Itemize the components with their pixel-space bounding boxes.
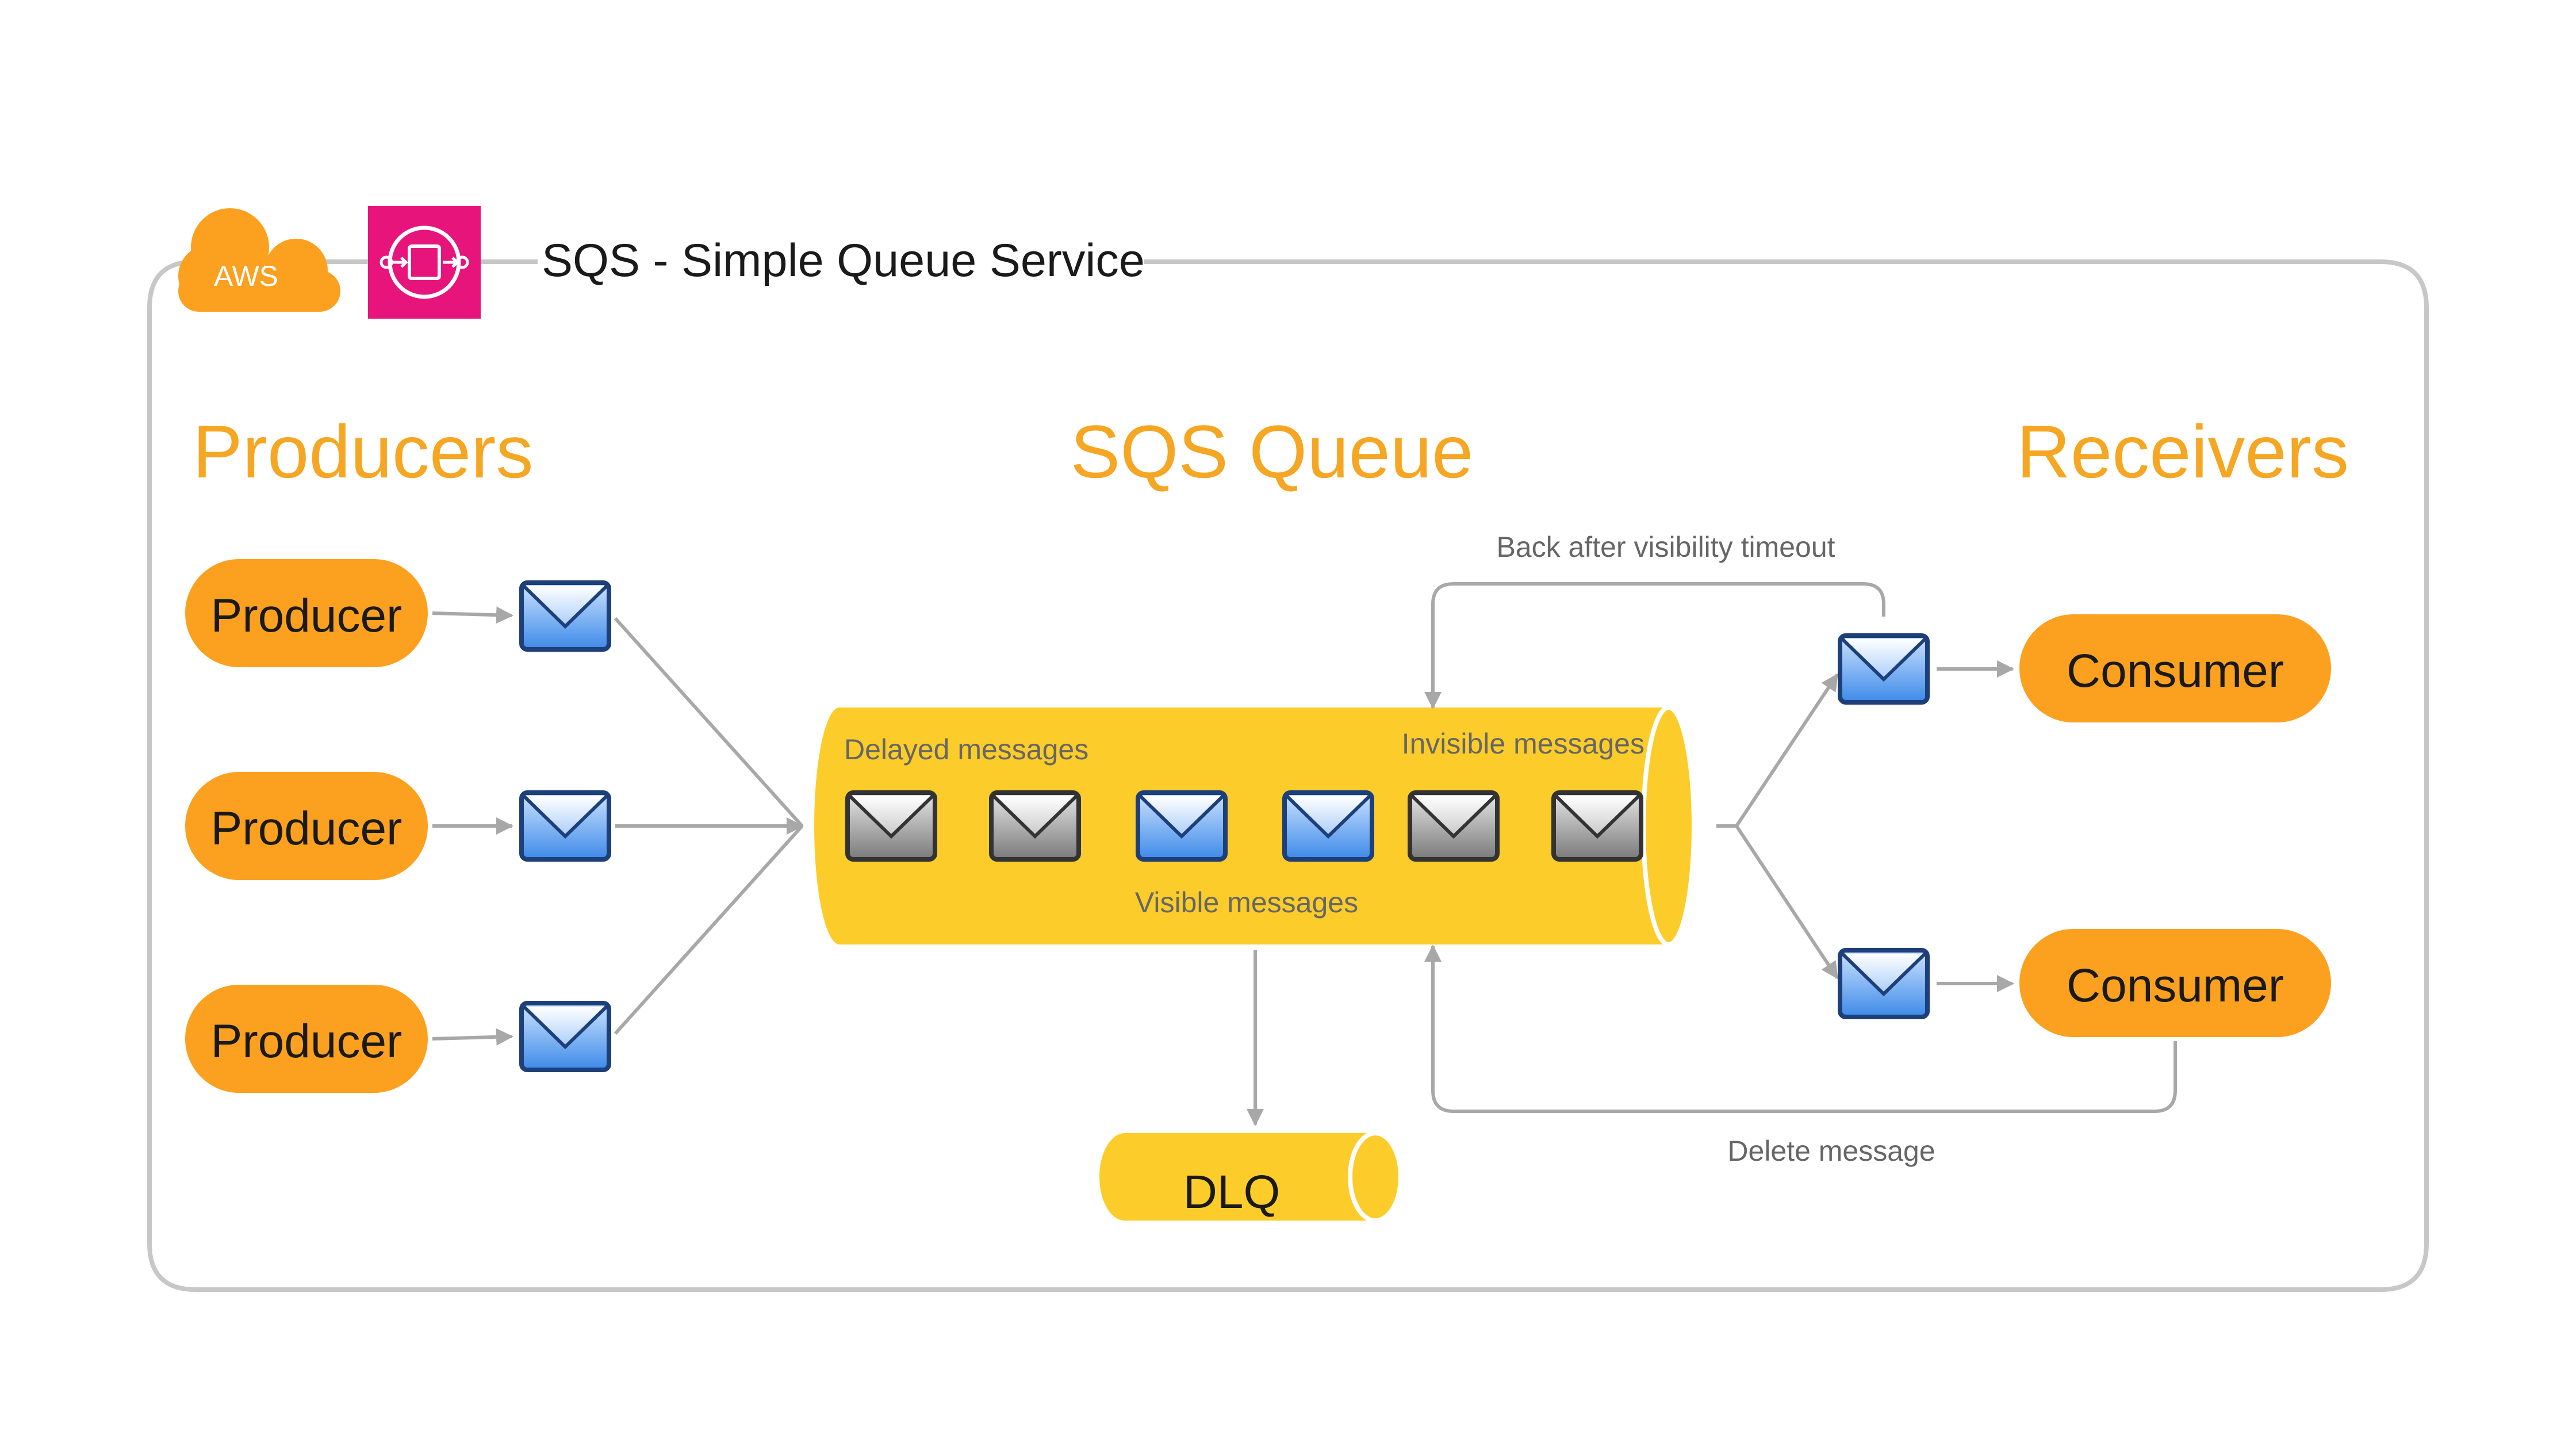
consumer-label: Consumer [2067, 959, 2284, 1012]
dlq-label: DLQ [1183, 1166, 1281, 1218]
aws-logo-text: AWS [214, 260, 278, 292]
service-frame [147, 259, 2429, 1292]
dlq [1099, 1131, 1403, 1223]
producer-label: Producer [211, 1015, 402, 1068]
envelope-icon [522, 583, 609, 649]
consumer-box: Consumer [2019, 614, 2331, 722]
consumer-label: Consumer [2067, 645, 2284, 697]
producer-box: Producer [185, 985, 428, 1093]
producer-box: Producer [185, 772, 428, 880]
delete-message-label: Delete message [1727, 1135, 1935, 1167]
queue-inflow-line [614, 824, 804, 1035]
receivers-heading: Receivers [2017, 410, 2349, 494]
queue-outflow-line [1735, 673, 1839, 827]
producer-label: Producer [211, 590, 402, 642]
envelope-icon [848, 793, 935, 859]
producer-box: Producer [185, 559, 428, 667]
envelope-icon [522, 793, 609, 859]
delayed-messages-label: Delayed messages [844, 733, 1088, 766]
consumer-box: Consumer [2019, 929, 2331, 1037]
sqs-queue [814, 705, 1696, 947]
envelope-icon [1554, 793, 1641, 859]
envelope-icon [1285, 793, 1372, 859]
producers-heading: Producers [193, 410, 534, 494]
envelope-icon [1138, 793, 1225, 859]
envelope-icon [522, 1003, 609, 1070]
producer-label: Producer [211, 802, 402, 855]
producer-arrow [432, 1028, 513, 1046]
visible-messages-label: Visible messages [1135, 886, 1358, 919]
visibility-timeout-label: Back after visibility timeout [1496, 531, 1835, 563]
delete-message-loop [1424, 944, 2177, 1113]
envelope-icon [1840, 950, 1927, 1017]
invisible-messages-label: Invisible messages [1402, 728, 1644, 760]
envelope-icon [1410, 793, 1497, 859]
producer-arrow [432, 606, 513, 624]
aws-cloud-icon [178, 208, 340, 312]
queue-outflow-line [1735, 825, 1839, 980]
sqs-icon [368, 206, 481, 319]
queue-heading: SQS Queue [1071, 410, 1474, 494]
page-title: SQS - Simple Queue Service [542, 235, 1145, 286]
queue-inflow-line [614, 617, 804, 828]
envelope-icon [1840, 636, 1927, 702]
envelope-icon [991, 793, 1079, 859]
visibility-timeout-loop [1424, 582, 1885, 709]
